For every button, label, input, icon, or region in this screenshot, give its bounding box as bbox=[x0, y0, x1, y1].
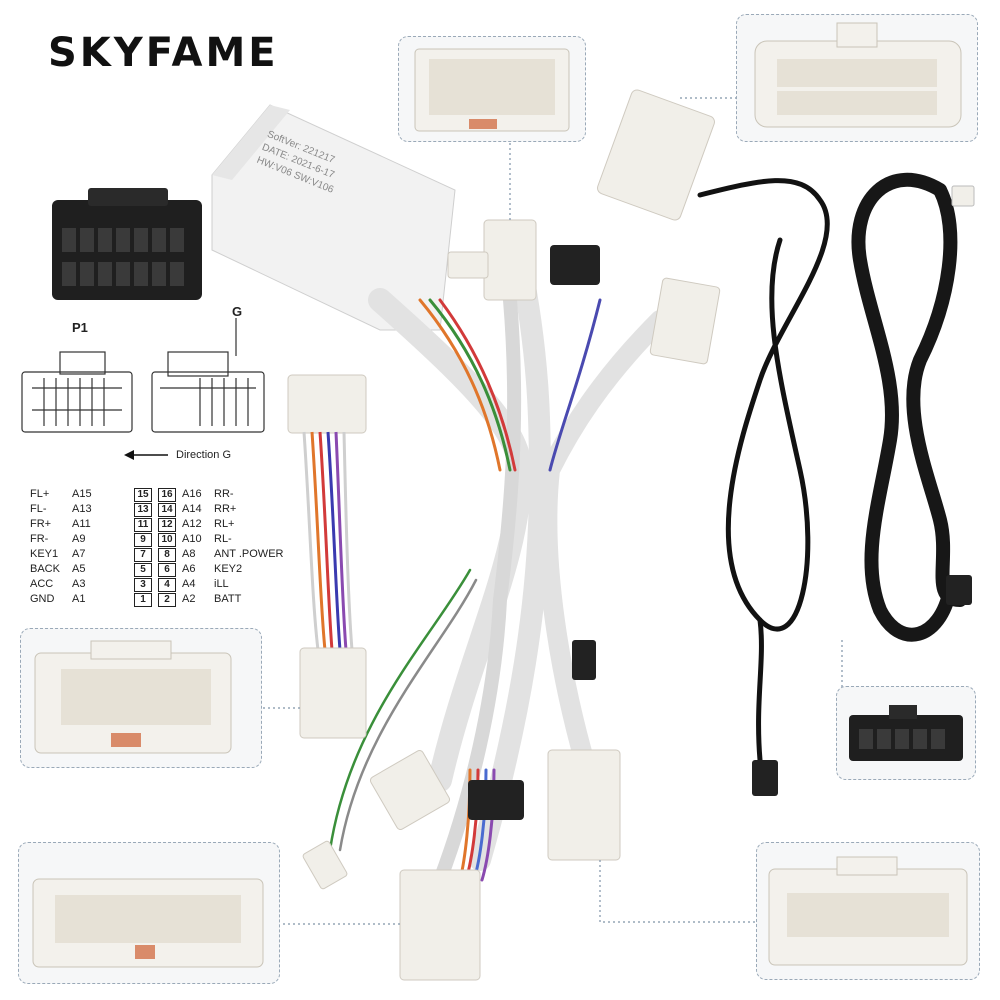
pin-number-left: 3 bbox=[134, 578, 152, 592]
pin-function-right: iLL bbox=[214, 578, 229, 590]
pin-number-left: 15 bbox=[134, 488, 152, 502]
direction-arrow bbox=[124, 450, 168, 460]
pin-code-left: A3 bbox=[72, 578, 86, 590]
pin-number-left: 13 bbox=[134, 503, 152, 517]
pin-code-right: A4 bbox=[182, 578, 196, 590]
pin-function-left: KEY1 bbox=[30, 548, 59, 560]
pin-number-right: 14 bbox=[158, 503, 176, 517]
pin-function-left: ACC bbox=[30, 578, 54, 590]
callout-bottom-right-connector bbox=[756, 842, 980, 980]
direction-label: Direction G bbox=[176, 449, 232, 461]
pin-code-left: A1 bbox=[72, 593, 86, 605]
pin-number-right: 12 bbox=[158, 518, 176, 532]
callout-black-connector bbox=[836, 686, 976, 780]
pin-function-left: FL+ bbox=[30, 488, 50, 500]
pin-function-right: RR- bbox=[214, 488, 234, 500]
pin-function-right: RL- bbox=[214, 533, 232, 545]
callout-top-right-connector bbox=[736, 14, 978, 142]
long-black-cable bbox=[697, 178, 830, 763]
pin-code-right: A6 bbox=[182, 563, 196, 575]
pin-number-right: 10 bbox=[158, 533, 176, 547]
pinout-row: FR+ A11 11 12 A12 RL+ bbox=[30, 518, 300, 533]
callout-left-connector bbox=[20, 628, 262, 768]
pin-number-right: 6 bbox=[158, 563, 176, 577]
pin-code-right: A8 bbox=[182, 548, 196, 560]
pin-code-left: A11 bbox=[72, 518, 91, 530]
can-decoder-box bbox=[211, 104, 456, 331]
pinout-row: FL- A13 13 14 A14 RR+ bbox=[30, 503, 300, 518]
pin-function-left: BACK bbox=[30, 563, 60, 575]
braided-cable bbox=[851, 172, 967, 642]
g-connector-drawing bbox=[151, 318, 265, 433]
p1-connector-drawing bbox=[21, 351, 133, 433]
pin-code-left: A15 bbox=[72, 488, 92, 500]
black-16pin-connector bbox=[52, 188, 202, 300]
pin-code-left: A9 bbox=[72, 533, 86, 545]
callout-top-connector bbox=[398, 36, 586, 142]
pin-code-right: A14 bbox=[182, 503, 202, 515]
long-cable-end-connector bbox=[752, 760, 778, 796]
top-white-connector bbox=[597, 89, 715, 221]
pin-code-right: A12 bbox=[182, 518, 202, 530]
pin-number-left: 11 bbox=[134, 518, 152, 532]
pin-number-left: 7 bbox=[134, 548, 152, 562]
pin-function-right: BATT bbox=[214, 593, 242, 605]
pin-code-right: A10 bbox=[182, 533, 202, 545]
pin-function-left: FR+ bbox=[30, 518, 52, 530]
harness-white-connectors bbox=[302, 219, 721, 981]
pin-number-right: 8 bbox=[158, 548, 176, 562]
pin-number-left: 5 bbox=[134, 563, 152, 577]
short-white-harness bbox=[287, 374, 367, 739]
callout-bottom-left-connector bbox=[18, 842, 280, 984]
braided-cable-end-connector bbox=[946, 575, 972, 605]
pin-code-right: A2 bbox=[182, 593, 196, 605]
pin-number-left: 1 bbox=[134, 593, 152, 607]
pin-function-left: GND bbox=[30, 593, 55, 605]
p1-label: P1 bbox=[72, 320, 88, 335]
pin-code-left: A7 bbox=[72, 548, 86, 560]
pin-function-left: FR- bbox=[30, 533, 49, 545]
pin-code-left: A13 bbox=[72, 503, 92, 515]
pin-code-right: A16 bbox=[182, 488, 202, 500]
pin-function-right: ANT .POWER bbox=[214, 548, 284, 560]
pin-function-left: FL- bbox=[30, 503, 47, 515]
pin-function-right: KEY2 bbox=[214, 563, 243, 575]
pin-code-left: A5 bbox=[72, 563, 86, 575]
pin-number-right: 16 bbox=[158, 488, 176, 502]
pin-function-right: RL+ bbox=[214, 518, 235, 530]
pinout-row: FR- A9 9 10 A10 RL- bbox=[30, 533, 300, 548]
pinout-row: FL+ A15 15 16 A16 RR- bbox=[30, 488, 300, 503]
harness-black-connectors bbox=[468, 245, 600, 820]
braided-cable-top-connector bbox=[951, 185, 975, 207]
white-wire-bundle bbox=[368, 249, 670, 887]
pin-number-right: 4 bbox=[158, 578, 176, 592]
pin-function-right: RR+ bbox=[214, 503, 237, 515]
brand-logo: SKYFAME bbox=[48, 30, 279, 76]
callout-leaders bbox=[258, 97, 843, 925]
pin-number-left: 9 bbox=[134, 533, 152, 547]
pin-number-right: 2 bbox=[158, 593, 176, 607]
g-label: G bbox=[232, 304, 243, 319]
